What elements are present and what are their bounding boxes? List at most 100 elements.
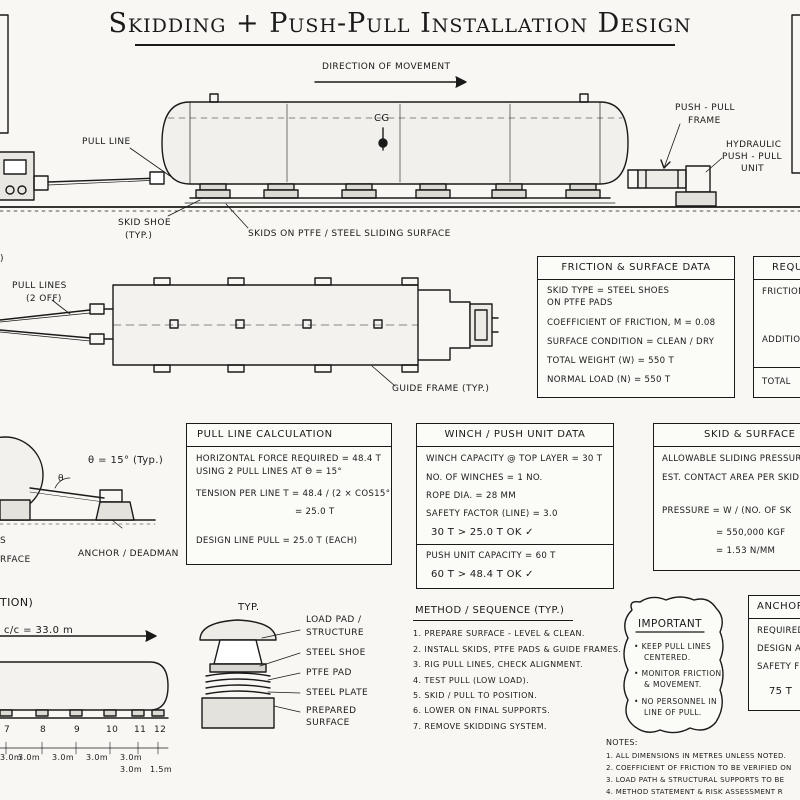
note-item: 2. Coefficient of friction to be verifie…	[606, 764, 792, 772]
skid-row: = 1.53 N/mm	[716, 546, 776, 556]
vessel-bottom-elevation	[0, 661, 169, 711]
anchor-row: Design A	[757, 644, 800, 654]
winch-unit	[0, 151, 35, 201]
detail-rface-label: rface	[0, 555, 31, 565]
spacing-dim: 3.0m	[18, 753, 41, 762]
bottom-elevation-view	[0, 630, 169, 755]
pull-row: Tension per Line T = 48.4 / (2 × cos15°)	[196, 489, 392, 499]
skids-surface-label: Skids on PTFE / Steel Sliding Surface	[248, 229, 451, 239]
pull-box-title: Pull Line Calculation	[187, 424, 391, 447]
detail-anchor-view	[0, 436, 156, 529]
bottom-elev-label: tion)	[0, 596, 34, 609]
pull-line-calc-box: Pull Line Calculation Horizontal Force R…	[186, 423, 392, 565]
spacing-dim: 3.0m	[0, 753, 23, 762]
friction-row: Coefficient of Friction, μ = 0.08	[547, 318, 716, 328]
theta-label: θ	[58, 474, 64, 484]
important-bullet: centered.	[644, 653, 691, 662]
important-bullet: • No personnel in	[634, 697, 717, 706]
important-bullet: • Monitor friction	[634, 669, 722, 678]
friction-row: Total Weight (W) = 550 t	[547, 356, 675, 366]
right-panel-edge	[791, 14, 800, 174]
push-pull-frame-label-2: Frame	[688, 116, 721, 126]
skid-number: 11	[134, 725, 147, 735]
friction-row: Normal Load (N) = 550 t	[547, 375, 671, 385]
skid-row: Allowable Sliding Pressure	[662, 454, 800, 464]
anchor-box-title: Anchor	[749, 596, 800, 619]
requirements-box: Requ Friction Additiona Total	[753, 256, 800, 398]
anchor-row: Safety F	[757, 662, 800, 672]
note-item: 4. Method statement & risk assessment r	[606, 788, 783, 796]
skid-shoes-elevation	[195, 183, 601, 199]
skid-row: Est. Contact Area per Skid	[662, 473, 800, 483]
important-title: Important	[638, 618, 702, 630]
pull-row: Using 2 Pull Lines at θ = 15°	[196, 467, 342, 477]
hydraulic-cylinder	[637, 169, 687, 189]
skid-row: Pressure = W / (No. of Sk	[662, 506, 792, 516]
pull-line-elevation	[47, 177, 161, 183]
method-step: 3. Rig pull lines, check alignment.	[413, 660, 583, 669]
winch-row: Winch Capacity @ Top Layer = 30 t	[426, 454, 603, 464]
friction-row: Skid Type = Steel Shoes	[547, 286, 670, 296]
method-step: 5. Skid / pull to position.	[413, 691, 538, 700]
winch-check-row: 30 t > 25.0 t OK ✓	[431, 527, 534, 538]
important-bullet: • Keep pull lines	[634, 642, 712, 651]
spacing-dim: 3.0m	[52, 753, 75, 762]
anchor-box: Anchor Required Design A Safety F 75 t	[748, 595, 800, 711]
requirements-row: Additiona	[762, 335, 800, 345]
hydraulic-label-2: Push - Pull	[722, 152, 782, 162]
skid-number: 7	[4, 725, 11, 735]
pull-lines-label-1: Pull Lines	[12, 281, 67, 291]
left-panel-edge	[0, 14, 9, 134]
method-step: 4. Test pull (low load).	[413, 676, 530, 685]
cc-label: c/c = 33.0 m	[4, 625, 74, 636]
pull-line-label: Pull Line	[82, 137, 131, 147]
method-title: Method / Sequence (Typ.)	[415, 605, 565, 616]
winch-push-box: Winch / Push Unit Data Winch Capacity @ …	[416, 423, 614, 589]
skid-box-title: Skid & Surface	[654, 424, 800, 447]
skid-surface-box: Skid & Surface Allowable Sliding Pressur…	[653, 423, 800, 571]
skid-detail-section	[199, 619, 301, 729]
skid-row: = 550,000 kgf	[716, 528, 786, 538]
pull-row: = 25.0 t	[295, 507, 335, 517]
friction-surface-box: Friction & Surface Data Skid Type = Stee…	[537, 256, 735, 398]
detail-label: Steel Plate	[306, 688, 369, 698]
anchor-deadman-label: Anchor / Deadman	[78, 549, 179, 559]
friction-row: Surface Condition = Clean / Dry	[547, 337, 715, 347]
pull-row: Horizontal Force Required = 48.4 t	[196, 454, 382, 464]
title-underline	[135, 44, 675, 46]
push-pull-frame-label-1: Push - Pull	[675, 103, 735, 113]
skid-shoe-label-2: (Typ.)	[125, 231, 153, 241]
detail-label: Structure	[306, 628, 364, 638]
note-item: 1. All dimensions in metres unless noted…	[606, 752, 787, 760]
winch-row: No. of Winches = 1 No.	[426, 473, 543, 483]
notes-title: Notes:	[606, 738, 638, 747]
spacing-dim: 3.0m	[86, 753, 109, 762]
guide-frame-label: Guide Frame (Typ.)	[392, 384, 490, 394]
push-check-row: 60 t > 48.4 t OK ✓	[431, 569, 534, 580]
pull-row: Design Line Pull = 25.0 t (Each)	[196, 536, 358, 546]
method-step: 2. Install skids, PTFE pads & guide fram…	[413, 645, 622, 654]
spacing-dim-hidden: 3.0m	[120, 765, 143, 774]
sheet-title: Skidding + Push-Pull Installation Design	[108, 8, 692, 39]
skid-number: 10	[106, 725, 119, 735]
hydraulic-label-1: Hydraulic	[726, 140, 782, 150]
skid-number: 9	[74, 725, 81, 735]
detail-s-label: s	[0, 536, 7, 546]
skid-number: 12	[154, 725, 167, 735]
winch-row: Safety Factor (Line) = 3.0	[426, 509, 558, 519]
elevation-view	[0, 76, 800, 229]
vessel-elevation	[161, 101, 629, 185]
winch-row: Rope Dia. = 28 mm	[426, 491, 516, 501]
winch-box-title: Winch / Push Unit Data	[417, 424, 613, 447]
plan-paren: )	[0, 254, 4, 264]
cg-label: CG	[374, 113, 390, 124]
friction-box-title: Friction & Surface Data	[538, 257, 734, 280]
detail-label: Steel Shoe	[306, 648, 366, 658]
anchor-row: Required	[757, 626, 800, 636]
detail-label: Load Pad /	[306, 615, 362, 625]
plan-view	[0, 277, 499, 387]
skid-shoe-label-1: Skid Shoe	[118, 218, 171, 228]
important-bullet: & movement.	[644, 680, 702, 689]
spacing-dim: 1.5m	[150, 765, 173, 774]
